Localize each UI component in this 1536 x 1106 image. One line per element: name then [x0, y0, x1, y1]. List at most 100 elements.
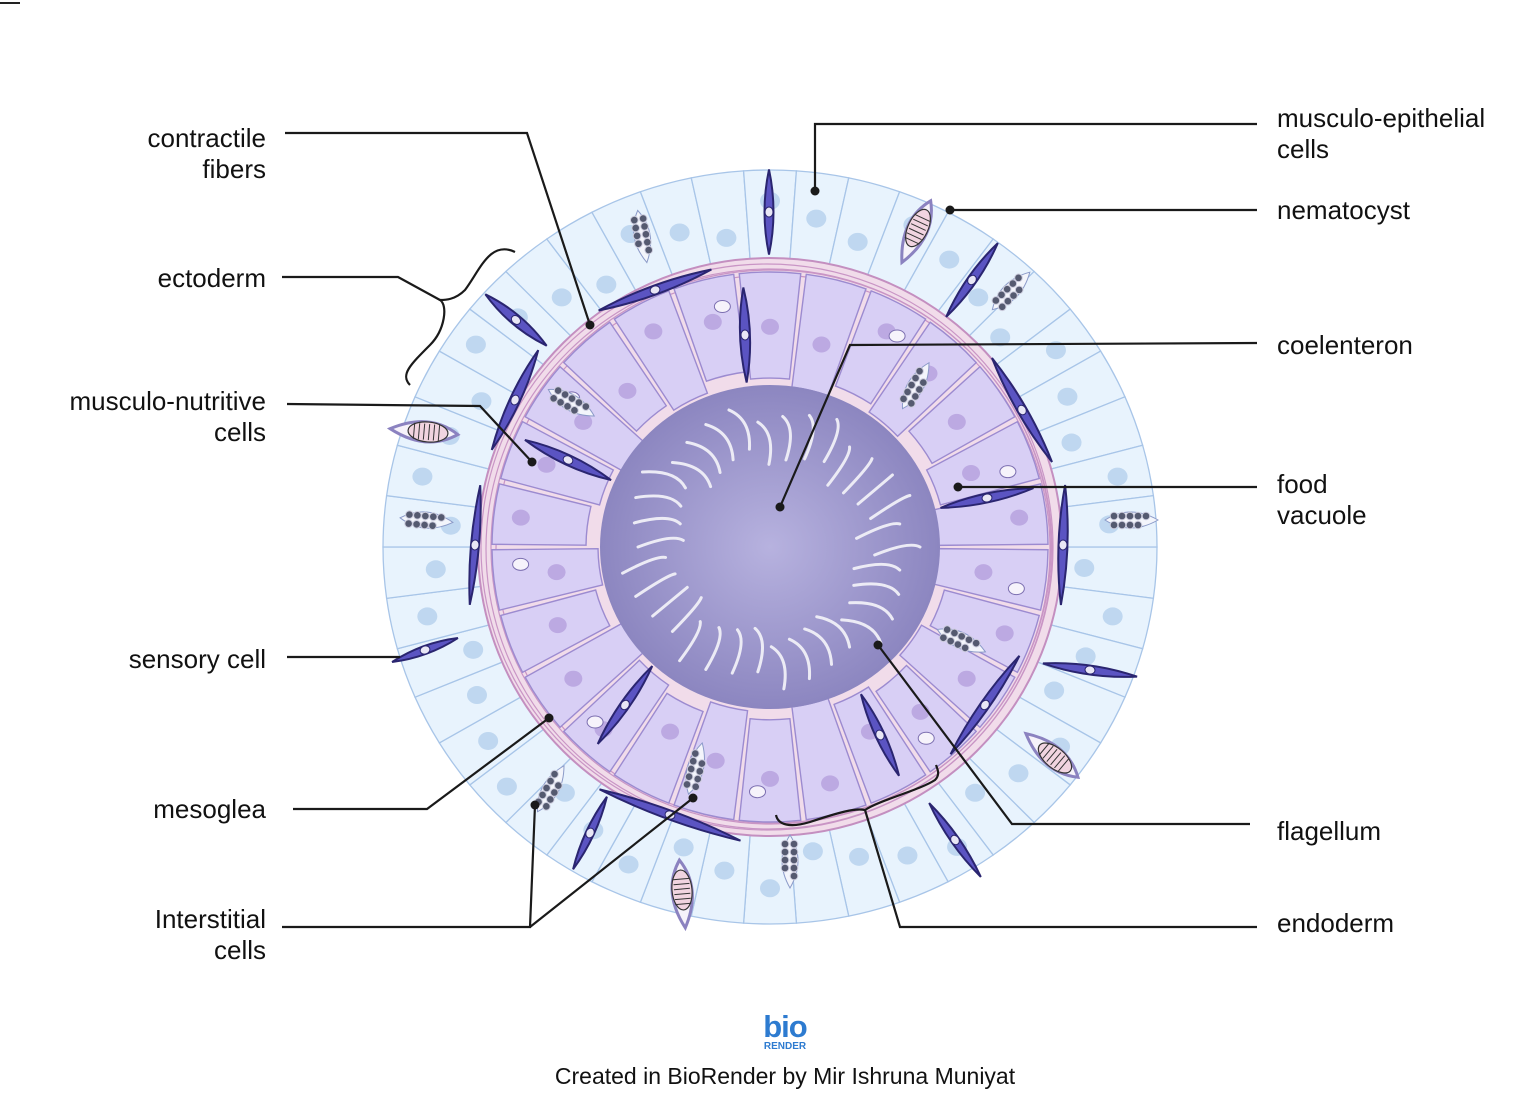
ectoderm-brace	[405, 248, 516, 386]
leader-dot	[688, 793, 698, 803]
ectoderm-nucleus	[847, 232, 868, 251]
sensory-cell	[940, 487, 1034, 509]
sensory-cell	[572, 796, 608, 870]
leader-dot	[775, 502, 785, 512]
endoderm-cell	[613, 692, 704, 805]
endoderm-nucleus	[1010, 509, 1029, 526]
endoderm-nucleus	[574, 413, 593, 430]
sensory-cell	[738, 287, 752, 383]
food-vacuole	[713, 299, 731, 313]
food-vacuole	[586, 715, 604, 729]
leader-interstitial	[282, 797, 694, 929]
credit-text: Created in BioRender by Mir Ishruna Muni…	[554, 1063, 1016, 1089]
ectoderm-nucleus	[802, 842, 823, 861]
interstitial-cell-cluster	[991, 271, 1031, 312]
flagellum	[842, 457, 874, 495]
special-cells	[386, 169, 1160, 932]
endoderm-cell	[929, 589, 1041, 674]
sensory-cell	[596, 665, 654, 745]
leader-mesoglea	[293, 717, 550, 811]
leader-dot	[945, 205, 955, 215]
interstitial-cell-cluster	[1104, 511, 1160, 530]
food-vacuole	[888, 329, 906, 343]
endoderm-cell	[491, 483, 592, 546]
label-ectoderm: ectoderm	[157, 263, 266, 293]
coelenteron-lumen	[600, 385, 940, 709]
ectoderm-nucleus	[1107, 467, 1128, 486]
ectoderm-nucleus	[849, 847, 870, 866]
sensory-cell	[484, 293, 548, 347]
leader-dot	[810, 186, 820, 196]
ectoderm-nucleus	[965, 783, 986, 802]
leader-lines	[282, 122, 1258, 929]
ectoderm-nucleus	[1057, 387, 1078, 406]
flagellum	[651, 585, 689, 618]
ectoderm-nucleus	[669, 223, 690, 242]
flagellum	[826, 445, 852, 487]
interstitial-cell-cluster	[547, 386, 596, 417]
leader-endoderm	[863, 809, 1257, 929]
endoderm-cell	[562, 321, 668, 433]
nematocyst	[386, 420, 461, 444]
ectoderm-nucleus	[968, 288, 989, 307]
ectoderm-nucleus	[1008, 764, 1029, 783]
interstitial-cell-cluster	[780, 834, 799, 890]
flagellum	[634, 494, 683, 508]
leader-dot	[873, 640, 883, 650]
food-vacuole	[749, 785, 767, 799]
flagellum	[753, 626, 764, 674]
ectoderm-nucleus	[806, 209, 827, 228]
endoderm-nucleus	[706, 752, 725, 769]
endoderm-cell	[907, 365, 1016, 465]
endoderm-nucleus	[821, 775, 840, 792]
flagellum	[769, 645, 787, 691]
sensory-cell	[391, 637, 459, 663]
ectoderm-nucleus	[478, 731, 499, 750]
food-vacuole	[1007, 582, 1025, 596]
leader-coelenteron	[778, 341, 1258, 508]
ectoderm-nucleus	[465, 335, 486, 354]
flagellum	[815, 615, 852, 649]
ectoderm-nucleus	[463, 640, 484, 659]
leader-dot	[544, 713, 554, 723]
contractile-fiber	[485, 268, 1053, 830]
ectoderm-nucleus	[412, 467, 433, 486]
leader-ectoderm	[282, 275, 441, 301]
sensory-cell	[598, 268, 712, 312]
flagellum	[840, 618, 883, 645]
endoderm-nucleus	[564, 670, 583, 687]
flagellum	[640, 470, 687, 490]
ectoderm-nucleus	[990, 328, 1011, 347]
sensory-cell	[945, 242, 999, 318]
sensory-cell	[763, 169, 775, 255]
endoderm-nucleus	[547, 564, 566, 581]
flagellum	[852, 582, 901, 596]
sensory-cell	[468, 485, 482, 605]
flagellum	[856, 473, 894, 506]
endoderm-nucleus	[511, 509, 530, 526]
nematocyst	[900, 198, 933, 266]
leader-musculo-epithelial	[813, 122, 1257, 191]
flagellum	[678, 620, 702, 663]
leader-dot	[585, 320, 595, 330]
flagellum	[704, 626, 722, 671]
ectoderm-nucleus	[939, 250, 960, 269]
endoderm-nucleus	[957, 670, 976, 687]
flagellum	[730, 628, 743, 675]
flagellum	[670, 596, 703, 633]
endoderm-nucleus	[548, 617, 567, 634]
leader-dot	[527, 457, 537, 467]
flagellum	[756, 420, 773, 466]
sensory-cell	[1057, 484, 1069, 606]
flagellum	[869, 494, 912, 521]
ectoderm-nucleus	[618, 855, 639, 874]
leader-dot	[953, 482, 963, 492]
ectoderm-nucleus	[596, 275, 617, 294]
endoderm-cell	[834, 289, 927, 405]
ectoderm-nucleus	[714, 861, 735, 880]
label-nematocyst: nematocyst	[1277, 195, 1410, 225]
